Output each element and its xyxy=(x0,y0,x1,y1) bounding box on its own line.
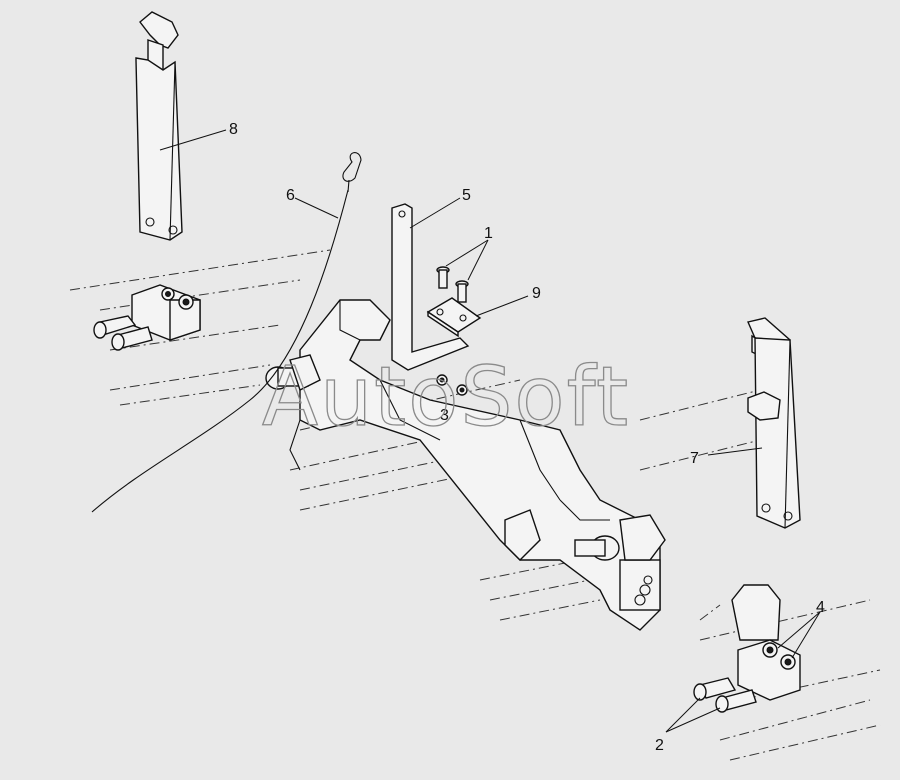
callout-6: 6 xyxy=(286,187,295,204)
callout-1: 1 xyxy=(484,225,493,242)
part-5-bracket xyxy=(391,203,470,371)
callout-2: 2 xyxy=(655,737,664,754)
part-8-strap xyxy=(135,11,183,241)
callout-7: 7 xyxy=(690,450,699,467)
leader-lines xyxy=(159,129,821,733)
callout-5: 5 xyxy=(462,187,471,204)
watermark: AutoSoft xyxy=(262,350,630,445)
part-6-cable xyxy=(91,152,362,513)
loader-frame xyxy=(265,299,666,631)
callout-9: 9 xyxy=(532,285,541,302)
part-7-strap xyxy=(747,317,801,529)
callout-3: 3 xyxy=(440,407,449,424)
callout-labels: 1 2 3 4 5 6 7 8 9 xyxy=(229,121,825,754)
callout-4: 4 xyxy=(816,599,825,616)
right-mount-block xyxy=(693,584,801,713)
part-3-nuts xyxy=(436,374,468,396)
callout-8: 8 xyxy=(229,121,238,138)
part-9-plate xyxy=(426,297,482,338)
left-mount-block xyxy=(93,284,201,351)
part-1-bolts xyxy=(436,266,469,303)
